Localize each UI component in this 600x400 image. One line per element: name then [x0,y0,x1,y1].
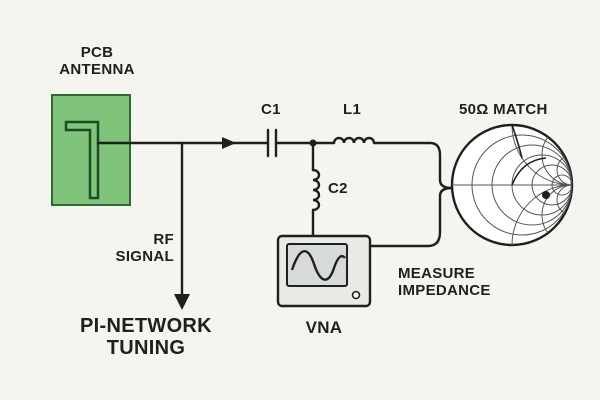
antenna-trace [64,120,100,200]
vna-label: VNA [305,318,343,337]
signal-direction-arrow [222,137,236,149]
rf-signal-label: RF SIGNAL [96,231,174,266]
measure-impedance-label-line1: MEASURE [398,265,476,282]
diagram-title: PI-NETWORK TUNING [60,315,232,360]
l1-to-smith-wire [372,141,454,190]
measure-impedance-label-line2: IMPEDANCE [398,281,491,299]
match-curve [511,157,547,186]
l1-inductor [332,136,376,145]
rf-signal-arrowhead [174,294,190,310]
c1-label: C1 [261,101,281,118]
junction-dot [309,139,317,147]
rf-signal-label-line2: SIGNAL [115,247,174,265]
match-label-leader [511,124,523,159]
vna-screen [286,243,348,287]
l1-label: L1 [343,101,362,118]
measure-impedance-label: MEASURE IMPEDANCE [398,265,491,300]
pcb-antenna-label-line2: ANTENNA [59,60,135,78]
diagram-title-line1: PI-NETWORK [80,315,212,337]
c2-label: C2 [328,180,348,197]
vna-to-smith-wire [368,186,454,248]
vna-waveform [290,250,346,281]
smith-chart-grid [452,125,572,245]
smith-chart [450,123,574,247]
match-label: 50Ω MATCH [459,101,548,118]
signal-wires [96,128,454,302]
pcb-antenna [51,94,131,206]
match-point [542,191,550,199]
pcb-antenna-label-line1: PCB [80,44,114,61]
vna-knob [351,290,361,300]
pcb-antenna-label: PCB ANTENNA [55,44,139,79]
c2-inductor [311,168,321,212]
rf-signal-label-line1: RF [153,231,174,248]
vna-instrument [276,234,372,308]
diagram-title-line2: TUNING [106,337,186,360]
